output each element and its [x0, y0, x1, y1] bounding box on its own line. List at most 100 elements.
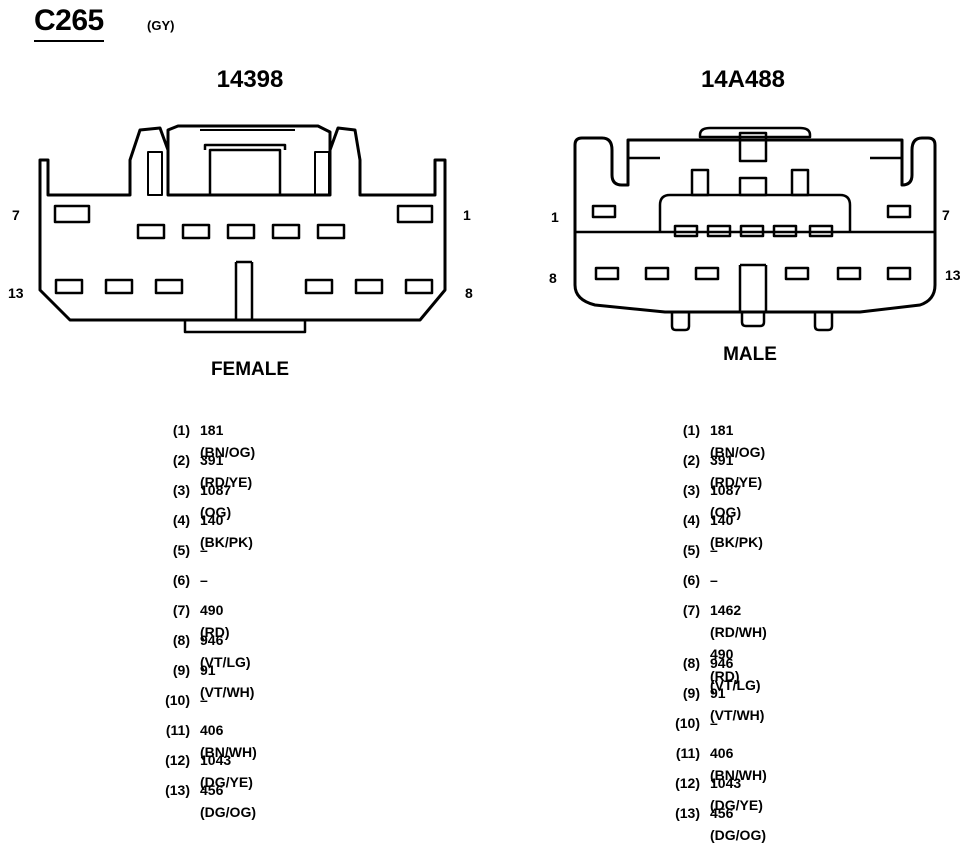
right-part-number: 14A488 — [700, 66, 786, 93]
pin-number: (6) — [172, 572, 190, 588]
pin-number: (3) — [682, 482, 700, 498]
connector-id: C265 — [34, 4, 104, 42]
male-post-center — [738, 176, 768, 197]
male-post-left — [690, 168, 710, 197]
pin-circuit: 490 (RD) — [200, 602, 230, 640]
female-cavity-12 — [104, 278, 134, 295]
pin-circuit: 1043 (DG/YE) — [200, 752, 253, 790]
pin-circuit: 391 (RD/YE) — [200, 452, 253, 490]
male-key — [738, 263, 768, 312]
pin-circuit: 181 (BN/OG) — [710, 422, 766, 460]
pin-number: (5) — [682, 542, 700, 558]
pin-circuit: 1087 (OG) — [200, 482, 232, 520]
pin-number: (11) — [165, 722, 190, 738]
pin-circuit: 1043 (DG/YE) — [710, 775, 763, 813]
pin-circuit: – — [200, 692, 208, 708]
pin-number: (7) — [172, 602, 190, 618]
female-cavity-5 — [181, 223, 211, 240]
male-cavity-13 — [886, 266, 912, 281]
pin-circuit: 91 (VT/WH) — [710, 685, 765, 723]
female-label-bottom-left: 13 — [8, 285, 24, 301]
female-label-top-left: 7 — [12, 207, 20, 223]
male-connector-face — [573, 126, 937, 332]
pin-circuit: – — [710, 715, 718, 731]
pin-number: (8) — [172, 632, 190, 648]
pin-circuit: 406 (BN/WH) — [710, 745, 767, 783]
pin-circuit: 946 (VT/LG) — [200, 632, 251, 670]
female-cavity-6 — [136, 223, 166, 240]
pin-number: (4) — [172, 512, 190, 528]
female-slot-right — [314, 151, 330, 196]
male-cavity-1 — [591, 204, 617, 219]
female-key — [234, 260, 254, 320]
male-cavity-2 — [673, 224, 699, 238]
pin-number: (13) — [675, 805, 700, 821]
male-label-top-right: 7 — [942, 207, 950, 223]
pin-circuit: – — [200, 542, 208, 558]
pin-circuit: 456 (DG/OG) — [200, 782, 256, 820]
pin-circuit: – — [710, 572, 718, 588]
pin-circuit: 1087 (OG) — [710, 482, 742, 520]
male-latch — [738, 131, 768, 163]
left-part-number: 14398 — [216, 66, 284, 93]
pin-circuit: – — [200, 572, 208, 588]
pin-number: (12) — [675, 775, 700, 791]
male-cavity-9 — [644, 266, 670, 281]
pin-circuit: – — [710, 542, 718, 558]
male-top-bar — [698, 126, 812, 139]
pin-circuit: 91 (VT/WH) — [200, 662, 255, 700]
male-label-bottom-right: 13 — [945, 267, 961, 283]
pin-number: (3) — [172, 482, 190, 498]
male-cavity-8 — [594, 266, 620, 281]
male-cavity-5 — [772, 224, 798, 238]
pin-number: (1) — [682, 422, 700, 438]
pin-number: (1) — [172, 422, 190, 438]
female-cavity-7 — [53, 204, 91, 224]
pin-number: (8) — [682, 655, 700, 671]
pin-circuit: 181 (BN/OG) — [200, 422, 256, 460]
pin-number: (10) — [165, 692, 190, 708]
male-post-right — [790, 168, 810, 197]
pin-circuit: 946 (VT/LG) — [710, 655, 761, 693]
male-cavity-3 — [706, 224, 732, 238]
male-cavity-4 — [739, 224, 765, 238]
female-bottom-rail — [183, 320, 307, 334]
pin-number: (10) — [675, 715, 700, 731]
male-connector-body — [573, 136, 937, 314]
female-cavity-13 — [54, 278, 84, 295]
pin-number: (2) — [172, 452, 190, 468]
female-cavity-8 — [404, 278, 434, 295]
pin-number: (9) — [682, 685, 700, 701]
pin-number: (11) — [675, 745, 700, 761]
male-cavity-12 — [836, 266, 862, 281]
pin-number: (6) — [682, 572, 700, 588]
male-inner-shoulder — [626, 156, 904, 185]
female-label-bottom-right: 8 — [465, 285, 473, 301]
pin-number: (7) — [682, 602, 700, 618]
pin-number: (2) — [682, 452, 700, 468]
female-cavity-11 — [154, 278, 184, 295]
male-cavity-10 — [694, 266, 720, 281]
female-top-hood — [166, 124, 332, 150]
pin-circuit: 1462 (RD/WH) 490 (RD) — [710, 602, 767, 684]
female-connector-face — [38, 124, 447, 334]
pin-number: (5) — [172, 542, 190, 558]
connector-color-code: (GY) — [147, 18, 175, 33]
male-label-bottom-left: 8 — [549, 270, 557, 286]
male-foot-right — [813, 312, 834, 332]
male-cavity-7 — [886, 204, 912, 219]
female-cavity-9 — [354, 278, 384, 295]
female-latch — [208, 148, 282, 197]
male-cavity-11 — [784, 266, 810, 281]
male-foot-center — [740, 312, 766, 328]
female-cavity-4 — [226, 223, 256, 240]
male-label: MALE — [723, 344, 777, 365]
female-cavity-10 — [304, 278, 334, 295]
male-cavity-6 — [808, 224, 834, 238]
pin-number: (4) — [682, 512, 700, 528]
male-label-top-left: 1 — [551, 209, 559, 225]
pin-circuit: 456 (DG/OG) — [710, 805, 766, 843]
pin-number: (9) — [172, 662, 190, 678]
pin-number: (12) — [165, 752, 190, 768]
